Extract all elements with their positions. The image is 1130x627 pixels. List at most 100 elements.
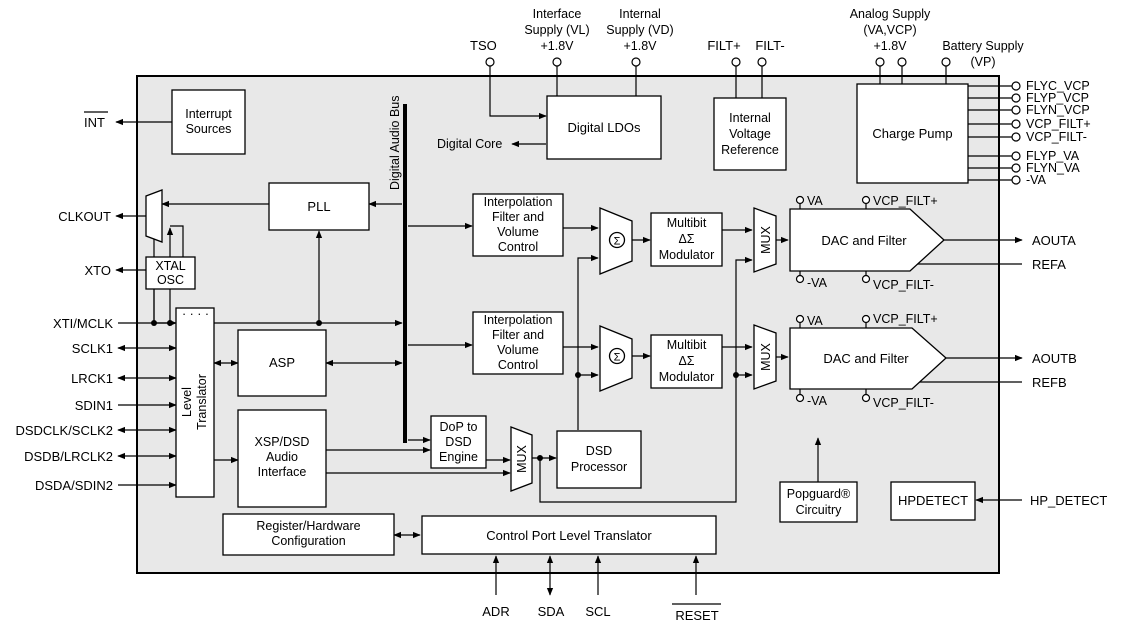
interp-b-2: Filter and bbox=[492, 328, 544, 342]
svg-text:· · · ·: · · · · bbox=[182, 307, 209, 321]
interp-a-2: Filter and bbox=[492, 210, 544, 224]
dac-a-vcp-minus: VCP_FILT- bbox=[873, 278, 934, 292]
dop-label-1: DoP to bbox=[440, 420, 478, 434]
pin-clkout: CLKOUT bbox=[58, 209, 111, 224]
battery-label-2: (VP) bbox=[971, 55, 996, 69]
pin-xto: XTO bbox=[85, 263, 112, 278]
hpdetect-block: HPDETECT bbox=[890, 481, 976, 521]
xsp-label-3: Interface bbox=[258, 465, 307, 479]
mod-b-3: Modulator bbox=[659, 370, 715, 384]
mod-a-1: Multibit bbox=[667, 216, 707, 230]
sum-b-symbol: Σ bbox=[614, 352, 621, 364]
level-label: Level bbox=[180, 387, 194, 417]
translator-label: Translator bbox=[195, 374, 209, 430]
sum-a: Σ bbox=[599, 207, 633, 275]
register-label-2: Configuration bbox=[271, 534, 345, 548]
interrupt-sources-block: Interrupt Sources bbox=[171, 89, 246, 155]
dsd-proc-label-1: DSD bbox=[586, 444, 612, 458]
sum-b: Σ bbox=[599, 325, 633, 392]
interrupt-label-2: Sources bbox=[186, 122, 232, 136]
popguard-block: Popguard® Circuitry bbox=[779, 481, 858, 523]
dac-b-vcp-plus: VCP_FILT+ bbox=[873, 312, 938, 326]
charge-pump-block: Charge Pump bbox=[856, 83, 969, 184]
pin-aouta: AOUTA bbox=[1032, 233, 1076, 248]
xsp-dsd-block: XSP/DSD Audio Interface bbox=[237, 409, 327, 508]
pin-sclk1: SCLK1 bbox=[72, 341, 113, 356]
mod-a-2: ΔΣ bbox=[678, 232, 694, 246]
vl-label-1: Interface bbox=[533, 7, 582, 21]
pin-scl: SCL bbox=[585, 604, 610, 619]
pin-dsdclk-sclk2: DSDCLK/SCLK2 bbox=[15, 423, 113, 438]
pin-flyn-vcp: FLYN_VCP bbox=[1026, 103, 1090, 117]
dac-a-vcp-plus: VCP_FILT+ bbox=[873, 194, 938, 208]
pin-refa: REFA bbox=[1032, 257, 1066, 272]
battery-label-1: Battery Supply bbox=[942, 39, 1024, 53]
pin-aoutb: AOUTB bbox=[1032, 351, 1077, 366]
junction-dots bbox=[151, 320, 739, 461]
pin-dsdb-lrclk2: DSDB/LRCLK2 bbox=[24, 449, 113, 464]
level-translator-block: · · · · Level Translator bbox=[175, 307, 215, 498]
mod-b-2: ΔΣ bbox=[678, 354, 694, 368]
dac-a-block: DAC and Filter bbox=[789, 208, 945, 272]
interp-b-1: Interpolation bbox=[484, 313, 553, 327]
dac-a-va: VA bbox=[807, 194, 823, 208]
clkout-mux bbox=[145, 189, 163, 243]
ldos-label: Digital LDOs bbox=[568, 120, 641, 135]
bus-label: Digital Audio Bus bbox=[388, 95, 402, 190]
pin-circles bbox=[485, 57, 1021, 403]
dac-b-block: DAC and Filter bbox=[789, 327, 947, 390]
pin-sda: SDA bbox=[538, 604, 565, 619]
analog-label-3: +1.8V bbox=[873, 39, 907, 53]
ivr-label-3: Reference bbox=[721, 143, 779, 157]
vd-label-2: Supply (VD) bbox=[606, 23, 673, 37]
sum-a-symbol: Σ bbox=[614, 236, 621, 248]
hpdetect-label: HPDETECT bbox=[898, 493, 968, 508]
internal-voltage-reference-block: Internal Voltage Reference bbox=[713, 97, 787, 171]
osc-label: OSC bbox=[157, 273, 184, 287]
interpolation-a-block: Interpolation Filter and Volume Control bbox=[472, 193, 564, 257]
pin-tso: TSO bbox=[470, 38, 497, 53]
pin-neg-va: -VA bbox=[1026, 173, 1047, 187]
analog-label-1: Analog Supply bbox=[850, 7, 931, 21]
mux-a-label: MUX bbox=[759, 225, 773, 253]
mux-b: MUX bbox=[753, 324, 777, 390]
pin-sdin1: SDIN1 bbox=[75, 398, 113, 413]
mux-b-label: MUX bbox=[759, 342, 773, 370]
ivr-label-1: Internal bbox=[729, 111, 771, 125]
ivr-label-2: Voltage bbox=[729, 127, 771, 141]
pin-flyp-va: FLYP_VA bbox=[1026, 149, 1080, 163]
asp-block: ASP bbox=[237, 329, 327, 397]
interp-a-3: Volume bbox=[497, 225, 539, 239]
pin-dsda-sdin2: DSDA/SDIN2 bbox=[35, 478, 113, 493]
mux-dsd: MUX bbox=[510, 426, 533, 492]
dac-a-neg-va: -VA bbox=[807, 276, 828, 290]
register-label-1: Register/Hardware bbox=[256, 519, 360, 533]
pll-block: PLL bbox=[268, 182, 370, 231]
dop-label-3: Engine bbox=[439, 450, 478, 464]
dac-a-label: DAC and Filter bbox=[821, 233, 907, 248]
vd-label-3: +1.8V bbox=[623, 39, 657, 53]
pin-vcp-filt-plus: VCP_FILT+ bbox=[1026, 117, 1091, 131]
digital-ldos-block: Digital LDOs bbox=[546, 95, 662, 160]
xsp-label-1: XSP/DSD bbox=[255, 435, 310, 449]
interrupt-label-1: Interrupt bbox=[185, 107, 232, 121]
pin-filt-plus: FILT+ bbox=[707, 38, 740, 53]
register-config-block: Register/Hardware Configuration bbox=[222, 513, 395, 556]
pin-refb: REFB bbox=[1032, 375, 1067, 390]
asp-label: ASP bbox=[269, 355, 295, 370]
dop-label-2: DSD bbox=[445, 435, 471, 449]
digital-core-label: Digital Core bbox=[437, 137, 502, 151]
dac-b-vcp-minus: VCP_FILT- bbox=[873, 396, 934, 410]
interpolation-b-block: Interpolation Filter and Volume Control bbox=[472, 311, 564, 375]
pin-lrck1: LRCK1 bbox=[71, 371, 113, 386]
xtal-label: XTAL bbox=[155, 259, 185, 273]
pin-int: INT bbox=[84, 115, 105, 130]
mod-a-3: Modulator bbox=[659, 248, 715, 262]
pin-filt-minus: FILT- bbox=[755, 38, 784, 53]
dsd-processor-block: DSD Processor bbox=[556, 430, 642, 489]
charge-pump-label: Charge Pump bbox=[872, 126, 952, 141]
popguard-label-2: Circuitry bbox=[796, 503, 843, 517]
pin-xti-mclk: XTI/MCLK bbox=[53, 316, 113, 331]
dac-b-va: VA bbox=[807, 314, 823, 328]
